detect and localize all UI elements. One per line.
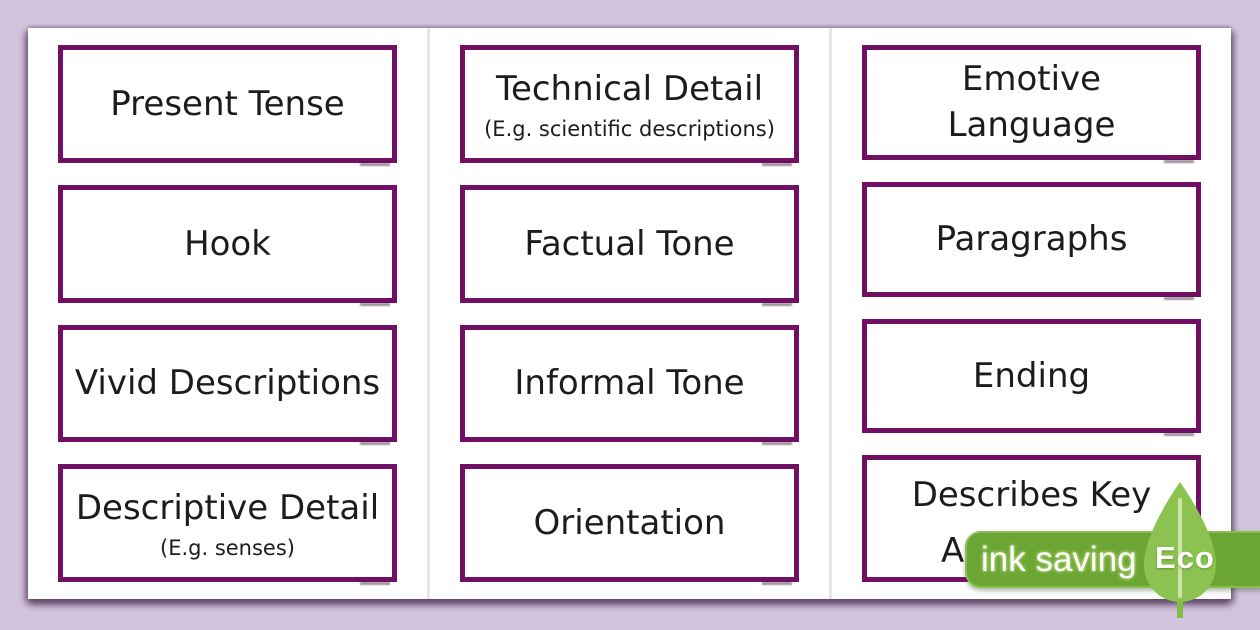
card-title-line-1: Emotive [961,59,1102,100]
word-card-descriptive-detail: Descriptive Detail (E.g. senses) [58,464,397,582]
card-subtitle: (E.g. scientific descriptions) [484,116,775,141]
card-title: Present Tense [110,83,345,124]
card-partial-second-line: A [941,531,965,571]
card-title: Technical Detail [495,68,764,109]
card-title: Descriptive Detail [75,488,380,529]
card-title: Informal Tone [514,363,745,404]
card-title: Vivid Descriptions [74,363,381,404]
card-title: Paragraphs [935,219,1128,260]
eco-label: Eco [1155,540,1215,575]
card-title: Orientation [533,503,726,544]
card-title: Describes Key [911,475,1152,516]
page-2: Technical Detail (E.g. scientific descri… [427,28,829,599]
word-card-orientation: Orientation [460,464,799,582]
page-3: Emotive Language Paragraphs Ending Descr… [829,28,1231,599]
eco-leaf-icon [1144,482,1216,618]
word-card-hook: Hook [58,184,397,303]
card-title: Hook [184,223,271,264]
word-card-ending: Ending [862,318,1201,434]
word-card-present-tense: Present Tense [58,45,397,163]
page-1: Present Tense Hook Vivid Descriptions De… [28,28,427,599]
word-card-paragraphs: Paragraphs [862,181,1201,297]
word-card-emotive-language: Emotive Language [862,45,1201,160]
worksheet-board: Present Tense Hook Vivid Descriptions De… [28,28,1231,599]
word-card-informal-tone: Informal Tone [460,324,799,443]
word-card-vivid-descriptions: Vivid Descriptions [58,324,397,443]
word-card-technical-detail: Technical Detail (E.g. scientific descri… [460,45,799,163]
card-subtitle: (E.g. senses) [160,536,295,561]
card-title: Factual Tone [524,223,735,264]
card-title-line-2: Language [947,105,1116,146]
word-card-factual-tone: Factual Tone [460,184,799,303]
ink-saving-label: ink saving [981,540,1137,579]
card-title: Ending [972,355,1091,396]
